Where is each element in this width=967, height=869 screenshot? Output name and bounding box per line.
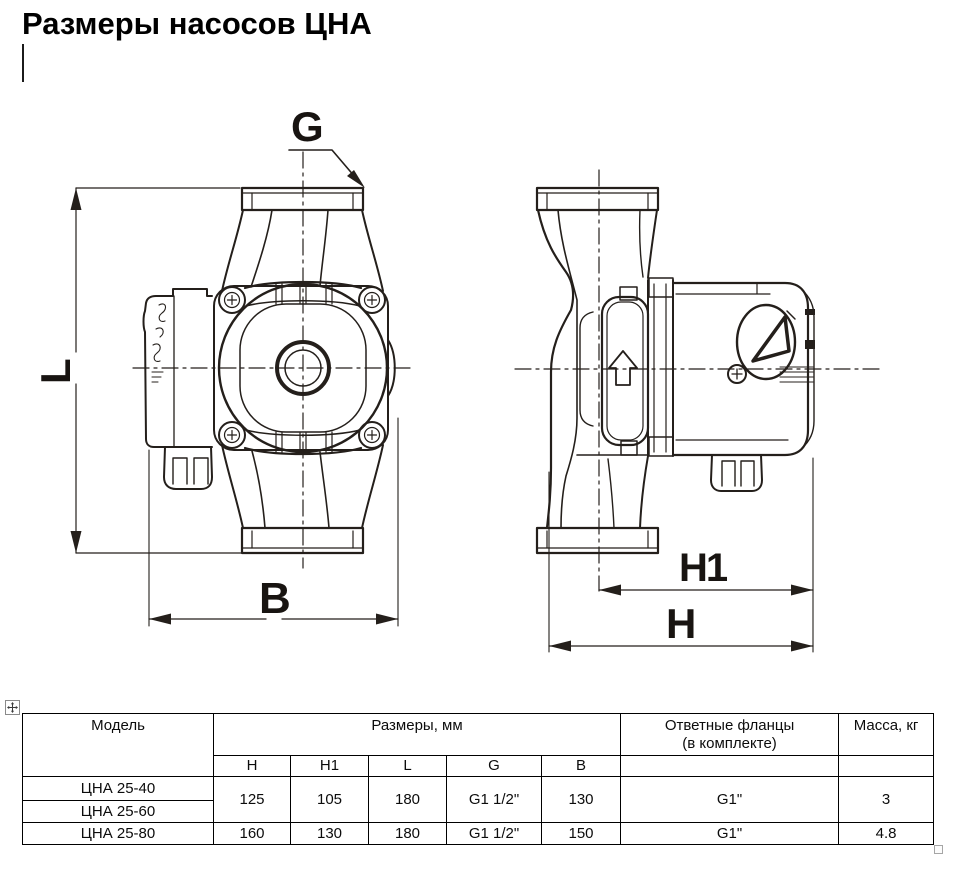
- centerlines-front: [132, 151, 416, 569]
- speed-knob: [735, 303, 797, 381]
- value-h1-group1[interactable]: 105: [290, 776, 369, 823]
- page-title[interactable]: Размеры насосов ЦНА: [22, 6, 372, 41]
- flow-arrow-up-icon: [608, 350, 638, 386]
- label-h1: H1: [679, 546, 728, 590]
- header-model[interactable]: Модель: [22, 713, 214, 777]
- model-cell-cna-25-40[interactable]: ЦНА 25-40: [22, 776, 214, 801]
- pump-front-view: [132, 151, 416, 569]
- header-col-g[interactable]: G: [446, 755, 542, 777]
- value-flange-row3[interactable]: G1": [620, 822, 840, 845]
- dimension-h: [548, 471, 814, 653]
- dimension-g: [288, 149, 365, 188]
- top-flange-side: [535, 186, 660, 212]
- header-col-b[interactable]: B: [540, 755, 622, 777]
- move-arrows-icon: [7, 702, 18, 713]
- value-h-row3[interactable]: 160: [213, 822, 291, 845]
- bottom-flange-side: [535, 526, 660, 555]
- cable-gland-side: [710, 454, 763, 492]
- value-l-group1[interactable]: 180: [368, 776, 447, 823]
- header-mass[interactable]: Масса, кг: [838, 713, 935, 756]
- dimension-h1: [598, 457, 814, 653]
- pump-dimension-drawing[interactable]: G L B H1 H: [0, 0, 967, 700]
- header-dimensions-group[interactable]: Размеры, мм: [212, 713, 622, 756]
- header-mass-empty[interactable]: [838, 755, 935, 777]
- label-l: L: [32, 358, 79, 384]
- value-h-group1[interactable]: 125: [213, 776, 291, 823]
- value-b-row3[interactable]: 150: [540, 822, 622, 845]
- header-flanges[interactable]: Ответные фланцы (в комплекте): [620, 713, 840, 756]
- label-b: B: [259, 574, 291, 623]
- model-cell-cna-25-80[interactable]: ЦНА 25-80: [22, 822, 214, 845]
- value-mass-row3[interactable]: 4.8: [838, 822, 935, 845]
- value-g-group1[interactable]: G1 1/2": [446, 776, 542, 823]
- clamp-ring: [647, 277, 674, 457]
- header-flanges-line1: Ответные фланцы: [664, 717, 795, 734]
- text-cursor: [22, 44, 24, 82]
- value-flange-group1[interactable]: G1": [620, 776, 840, 823]
- value-g-row3[interactable]: G1 1/2": [446, 822, 542, 845]
- header-col-h[interactable]: H: [213, 755, 291, 777]
- terminal-box: [142, 288, 213, 448]
- value-b-group1[interactable]: 130: [540, 776, 622, 823]
- motor-body: [671, 281, 815, 457]
- dimension-b: [148, 417, 399, 627]
- header-flanges-line2: (в комплекте): [682, 735, 777, 752]
- value-mass-group1[interactable]: 3: [838, 776, 935, 823]
- pump-dimensions-table: Модель Размеры, мм Ответные фланцы (в ко…: [22, 713, 935, 845]
- header-flanges-empty[interactable]: [620, 755, 840, 777]
- value-h1-row3[interactable]: 130: [290, 822, 369, 845]
- header-col-h1[interactable]: H1: [290, 755, 369, 777]
- header-col-l[interactable]: L: [368, 755, 447, 777]
- value-l-row3[interactable]: 180: [368, 822, 447, 845]
- centerlines-side: [514, 169, 883, 592]
- motor-screw-icon: [727, 364, 747, 384]
- screw-icons: [218, 286, 386, 449]
- pump-side-view: [514, 169, 883, 592]
- volute-cover: [579, 286, 650, 456]
- model-cell-cna-25-60[interactable]: ЦНА 25-60: [22, 800, 214, 823]
- cable-gland-front: [163, 446, 213, 490]
- label-g: G: [291, 103, 324, 150]
- dimension-l: [70, 187, 242, 554]
- label-h: H: [666, 600, 696, 647]
- table-move-handle[interactable]: [5, 700, 20, 715]
- table-resize-handle[interactable]: [934, 845, 943, 854]
